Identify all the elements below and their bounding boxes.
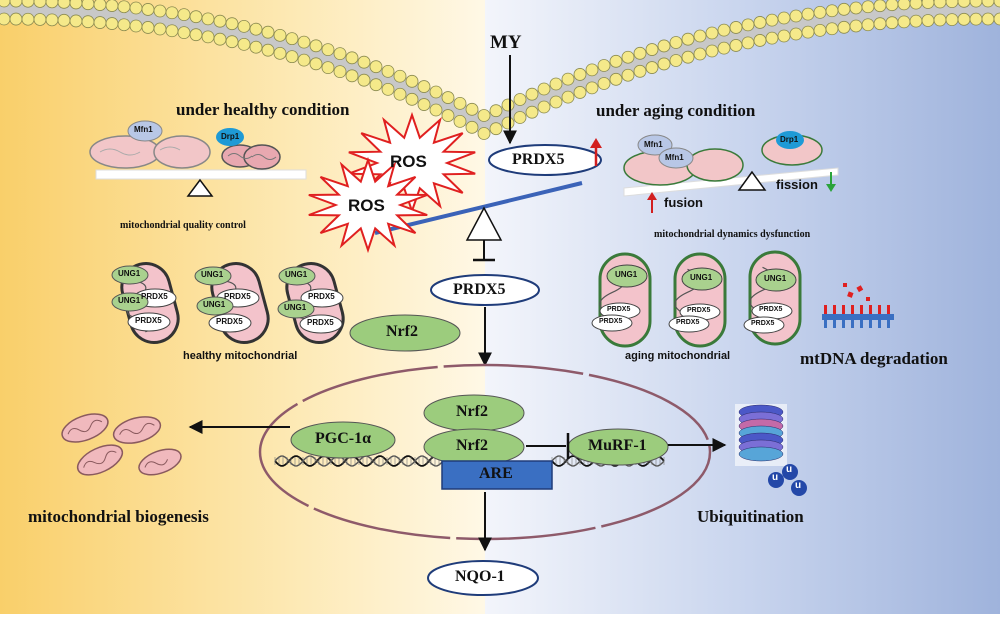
pgc-label: PGC-1α <box>315 430 372 447</box>
aging-ung1-0: UNG1 <box>615 270 638 279</box>
nrf2-nuclear-label-b: Nrf2 <box>456 437 488 454</box>
aging-prdx5-5: PRDX5 <box>676 319 700 326</box>
drp1-node-right <box>776 131 804 149</box>
ubiquitination-label: Ubiquitination <box>697 507 804 526</box>
my-label: MY <box>490 32 522 53</box>
mfn1-label-right-b: Mfn1 <box>665 153 684 162</box>
aging-ung1-6: UNG1 <box>764 274 787 283</box>
nqo-label: NQO-1 <box>455 568 505 585</box>
cell-membrane <box>0 0 1000 140</box>
healthy-prdx5-1: PRDX5 <box>141 292 168 301</box>
ubiquitin-a <box>768 472 784 488</box>
healthy-balance-beam <box>95 169 307 180</box>
ros-burst-lower <box>308 156 428 254</box>
aging-balance-group <box>623 131 839 213</box>
aging-prdx5-1: PRDX5 <box>607 306 631 313</box>
healthy-ung1-0: UNG1 <box>118 269 141 278</box>
nrf2-cyto-label: Nrf2 <box>386 323 418 340</box>
mfn1-node-right-a <box>637 134 673 156</box>
healthy-ung1-6: UNG1 <box>203 300 226 309</box>
prdx5-top-label: PRDX5 <box>512 151 565 168</box>
healthy-prdx5-5: PRDX5 <box>224 292 251 301</box>
fusion-up-arrow <box>647 192 657 200</box>
healthy-ung1-8: UNG1 <box>285 270 308 279</box>
fission-down-arrow <box>826 184 836 192</box>
prdx5-top-node <box>488 144 602 176</box>
aging-heading: under aging condition <box>596 101 756 120</box>
prdx5-mid-label: PRDX5 <box>453 281 506 298</box>
ubiquitin-c <box>791 480 807 496</box>
aging-prdx5-4: PRDX5 <box>687 307 711 314</box>
pgc-node <box>290 421 396 459</box>
healthy-mito-caption: healthy mitochondrial <box>183 350 298 362</box>
ros-label-lower: ROS <box>348 196 385 215</box>
mfn1-label-left: Mfn1 <box>134 125 153 134</box>
healthy-ung1-4: UNG1 <box>201 270 224 279</box>
drp1-node-left <box>216 128 244 146</box>
healthy-prdx5-7: PRDX5 <box>216 317 243 326</box>
mtdna-label: mtDNA degradation <box>800 349 948 368</box>
quality-control-caption: mitochondrial quality control <box>120 220 246 231</box>
aging-balance-beam <box>623 167 839 197</box>
are-label: ARE <box>479 465 513 482</box>
healthy-prdx5-11: PRDX5 <box>307 318 334 327</box>
nrf2-cyto-node <box>349 314 461 352</box>
aging-ung1-3: UNG1 <box>690 273 713 282</box>
nqo-node <box>427 560 539 596</box>
nrf2-nuclear-label-a: Nrf2 <box>456 403 488 420</box>
healthy-heading: under healthy condition <box>176 100 350 119</box>
murf-label: MuRF-1 <box>588 437 647 454</box>
aging-prdx5-8: PRDX5 <box>751 320 775 327</box>
center-seesaw-beam <box>374 181 583 235</box>
aging-mito-group <box>591 250 802 348</box>
healthy-prdx5-3: PRDX5 <box>135 316 162 325</box>
fission-label: fission <box>776 177 818 192</box>
healthy-ung1-10: UNG1 <box>284 303 307 312</box>
drp1-label-left: Drp1 <box>221 132 240 141</box>
mito-fission-b <box>243 144 281 170</box>
prdx5-mid-node <box>430 274 540 306</box>
ubiquitin-letter-b: u <box>786 464 793 475</box>
mtdna-icon <box>822 283 894 328</box>
ros-label-upper: ROS <box>390 152 427 171</box>
mfn1-node-right-b <box>658 147 694 169</box>
biogenesis-mitos <box>61 413 182 476</box>
fusion-label: fusion <box>664 195 703 210</box>
are-box <box>441 460 553 490</box>
aging-mito-caption: aging mitochondrial <box>625 350 731 362</box>
healthy-mito-group <box>111 262 345 344</box>
healthy-ung1-2: UNG1 <box>118 296 141 305</box>
proteasome-icon <box>735 404 807 496</box>
healthy-balance-group <box>89 120 307 197</box>
drp1-label-right: Drp1 <box>780 135 799 144</box>
ubiquitin-letter-a: u <box>772 472 779 483</box>
dynamics-caption: mitochondrial dynamics dysfunction <box>654 229 811 240</box>
biogenesis-label: mitochondrial biogenesis <box>28 507 209 526</box>
mfn1-node-left <box>127 120 163 142</box>
aging-prdx5-2: PRDX5 <box>599 318 623 325</box>
ubiquitin-b <box>782 464 798 480</box>
ubiquitin-letter-c: u <box>795 480 802 491</box>
aging-prdx5-7: PRDX5 <box>759 306 783 313</box>
healthy-prdx5-9: PRDX5 <box>308 292 335 301</box>
mfn1-label-right-a: Mfn1 <box>644 140 663 149</box>
